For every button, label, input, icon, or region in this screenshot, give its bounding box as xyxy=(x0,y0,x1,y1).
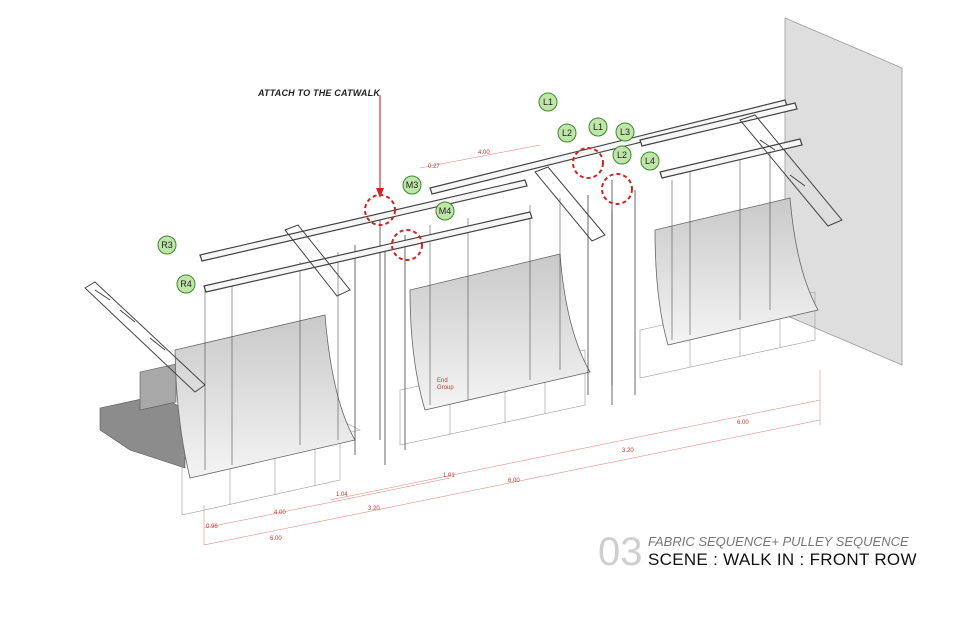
dimension-label: 4.00 xyxy=(478,150,490,156)
caption-title: SCENE : WALK IN : FRONT ROW xyxy=(648,550,917,569)
pulley-label-text: M4 xyxy=(439,206,452,216)
caption-number: 03 xyxy=(598,530,643,574)
callout-arrow xyxy=(376,95,384,198)
stair-block xyxy=(139,363,177,411)
dimension-lines xyxy=(203,144,821,546)
dimension-label: 1.04 xyxy=(336,492,348,498)
catwalk-rails xyxy=(199,99,803,293)
dimension-label: 6.00 xyxy=(508,478,520,484)
dimension-labels: 4.00 0.27 1.04 3.20 4.00 0.96 6.00 1.01 6.00 3.20… xyxy=(206,150,749,542)
dimension-label: 0.96 xyxy=(206,524,218,530)
pulley-label-text: L1 xyxy=(543,97,553,107)
tag-line2: Group xyxy=(437,385,454,391)
scaffold-towers xyxy=(354,180,636,465)
pulley-label-r4: R4 xyxy=(176,274,196,294)
pulley-label-l4: L4 xyxy=(640,151,660,171)
pulley-label-text: R3 xyxy=(161,240,173,250)
dimension-label: 1.01 xyxy=(443,473,455,479)
truss-beams xyxy=(84,114,843,393)
dimension-label: 0.27 xyxy=(428,164,440,170)
pulley-label-m3: M3 xyxy=(402,175,422,195)
dimension-label: 3.20 xyxy=(622,448,634,454)
highlight-circles xyxy=(364,147,633,261)
pulley-label-l2: L2 xyxy=(612,145,632,165)
pulley-label-m4: M4 xyxy=(435,201,455,221)
pulley-label-l2: L2 xyxy=(557,123,577,143)
pulley-label-l1: L1 xyxy=(588,117,608,137)
caption-subtitle: FABRIC SEQUENCE+ PULLEY SEQUENCE xyxy=(648,534,909,549)
pulley-label-text: L3 xyxy=(620,127,630,137)
pulley-label-text: L1 xyxy=(593,122,603,132)
pulley-label-r3: R3 xyxy=(157,235,177,255)
fabric-panel-middle xyxy=(409,253,591,411)
dimension-label: 4.00 xyxy=(274,510,286,516)
dimension-label: 6.00 xyxy=(270,536,282,542)
dimension-label: 6.00 xyxy=(737,420,749,426)
catwalk-callout: ATTACH TO THE CATWALK xyxy=(258,88,381,98)
fabric-panel-right xyxy=(654,197,819,346)
pulley-label-text: L2 xyxy=(562,128,572,138)
pulley-label-text: M3 xyxy=(406,180,419,190)
rigging-lines xyxy=(204,150,771,470)
pulley-label-text: L4 xyxy=(645,156,655,166)
dimension-label: 3.20 xyxy=(368,506,380,512)
pulley-label-l1: L1 xyxy=(538,92,558,112)
pulley-label-text: R4 xyxy=(180,279,192,289)
pulley-label-text: L2 xyxy=(617,150,627,160)
fabric-panel-left xyxy=(174,314,356,479)
pulley-label-l3: L3 xyxy=(615,122,635,142)
end-group-tag: End Group xyxy=(437,378,454,391)
tag-line1: End xyxy=(437,378,448,384)
